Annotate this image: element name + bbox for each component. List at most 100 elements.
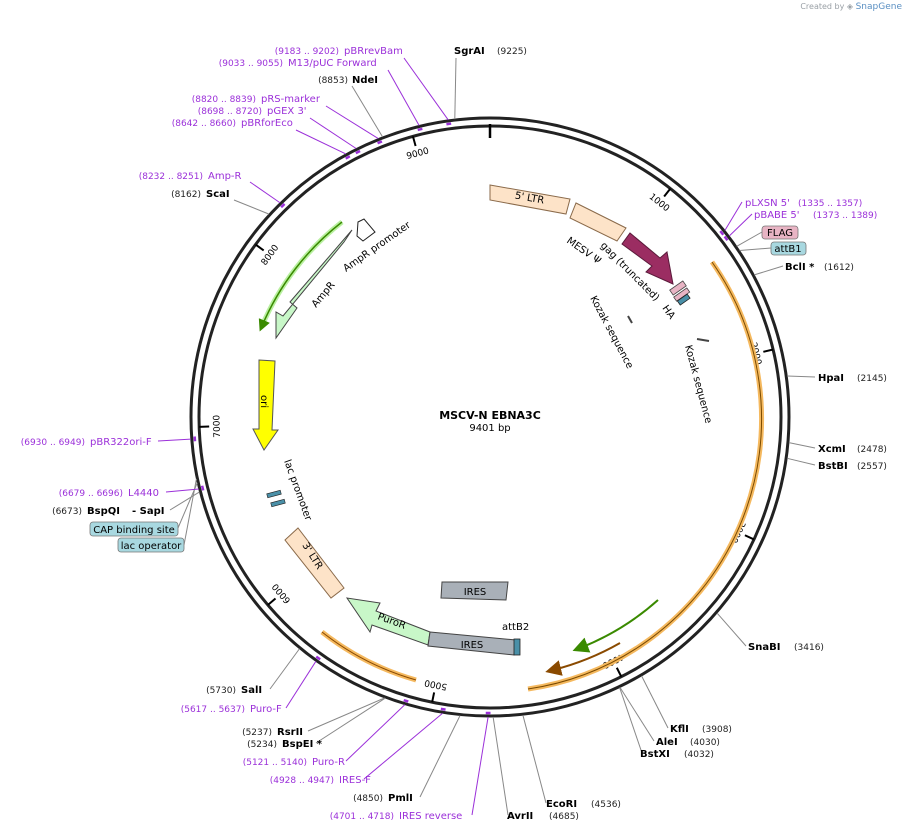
primer-pbrforeco-name[interactable]: pBRforEco <box>241 118 293 129</box>
enzyme-sapi-name[interactable]: - SapI <box>132 506 164 517</box>
orf-arc-green-1[interactable] <box>572 599 659 653</box>
primer-mark-pbrrevbam[interactable] <box>446 122 452 126</box>
enzyme-ecori-name[interactable]: EcoRI <box>546 799 577 810</box>
primer-pgex3-name[interactable]: pGEX 3' <box>267 106 307 117</box>
leader-lines <box>157 57 816 816</box>
enzyme-pmli-name[interactable]: PmlI <box>388 793 413 804</box>
leader-m13puc <box>387 69 420 126</box>
primer-mark-plxsn5[interactable] <box>719 230 725 236</box>
primer-mark-pbabe5[interactable] <box>723 235 729 242</box>
enzyme-hpai-name[interactable]: HpaI <box>818 373 844 384</box>
tick-label-8000: 8000 <box>260 243 282 268</box>
enzyme-bcli-name[interactable]: BclI * <box>785 262 815 273</box>
primer-prsmarker-pos: (8820 .. 8839) <box>192 95 256 105</box>
primer-iresf-name[interactable]: IRES-F <box>339 775 371 786</box>
tick-9000 <box>411 136 417 147</box>
primer-mark-iresf[interactable] <box>440 707 446 711</box>
primer-labels: (9183 .. 9202) pBRrevBam (9033 .. 9055) … <box>21 46 878 822</box>
primer-mark-ampr_p[interactable] <box>280 203 286 209</box>
leader-sali <box>269 648 300 690</box>
primer-plxsn5-name[interactable]: pLXSN 5' <box>745 198 790 209</box>
primer-mark-pbrforeco[interactable] <box>345 155 351 160</box>
snapgene-credit: Created by ◈ SnapGene <box>800 2 902 12</box>
enzyme-sgrai-name[interactable]: SgrAI <box>454 46 485 57</box>
feature-puror[interactable] <box>345 597 431 646</box>
enzyme-alei-name[interactable]: AleI <box>656 737 678 748</box>
primer-mark-puror_p[interactable] <box>403 698 409 703</box>
leader-pbabe5 <box>728 213 753 237</box>
feature-mesv[interactable] <box>569 202 627 242</box>
primer-prsmarker-name[interactable]: pRS-marker <box>261 94 321 105</box>
feature-lacop-tick[interactable] <box>270 498 286 508</box>
primer-pbrrevbam-name[interactable]: pBRrevBam <box>344 46 403 57</box>
enzyme-scai-name[interactable]: ScaI <box>206 189 230 200</box>
enzyme-avrii-name[interactable]: AvrII <box>507 811 533 822</box>
enzyme-ndei-name[interactable]: NdeI <box>352 75 378 86</box>
tick-label-6000: 6000 <box>271 581 294 605</box>
primer-mark-pgex3[interactable] <box>355 149 361 155</box>
primer-ampr-name[interactable]: Amp-R <box>208 171 242 182</box>
feature-attb1-box[interactable] <box>676 293 691 306</box>
leader-prsmarker <box>325 105 379 140</box>
enzyme-xcmi-name[interactable]: XcmI <box>818 444 846 455</box>
orf-arc-green-2[interactable] <box>259 220 344 327</box>
leader-pgex3 <box>309 117 357 149</box>
primer-purof-name[interactable]: Puro-F <box>250 704 282 715</box>
primer-iresrev-name[interactable]: IRES reverse <box>399 811 462 822</box>
enzyme-sali-name[interactable]: SalI <box>241 685 262 696</box>
leader-scai <box>233 199 270 215</box>
enzyme-bspei-pos: (5234) <box>247 740 277 750</box>
tick-3000 <box>744 534 755 541</box>
feature-ires2-label: IRES <box>461 640 484 651</box>
primer-mark-purof[interactable] <box>315 655 321 661</box>
feature-attb2-box[interactable] <box>513 638 521 656</box>
primer-puror-name[interactable]: Puro-R <box>312 757 345 768</box>
enzyme-bspqi-name[interactable]: BspQI <box>87 506 120 517</box>
feature-ampr-promoter[interactable] <box>356 218 376 242</box>
enzyme-bstbi-name[interactable]: BstBI <box>818 461 848 472</box>
feature-3ltr[interactable] <box>284 527 345 599</box>
feature-5ltr[interactable] <box>489 184 571 215</box>
primer-pbr322orif-name[interactable]: pBR322ori-F <box>90 437 152 448</box>
feature-ha-box[interactable] <box>669 280 687 296</box>
feature-cap-tick[interactable] <box>266 489 282 499</box>
enzyme-ndei-pos: (8853) <box>318 76 348 86</box>
feature-lac-promoter-label: lac promoter <box>281 458 314 523</box>
primer-m13puc-name[interactable]: M13/pUC Forward <box>288 58 377 69</box>
feature-ampr[interactable] <box>275 229 353 340</box>
enzyme-rsrii-name[interactable]: RsrII <box>277 727 303 738</box>
orf-arc-ebna3c[interactable] <box>527 260 765 692</box>
leader-ampr_p <box>249 181 281 204</box>
tick-label-7000: 7000 <box>212 414 223 438</box>
leader-kfli <box>641 675 669 729</box>
snapgene-logo-icon: ◈ <box>846 2 854 11</box>
attb1-label: attB1 <box>774 244 801 255</box>
primer-pbabe5-name[interactable]: pBABE 5' <box>754 210 800 221</box>
enzyme-bspei-name[interactable]: BspEI * <box>282 739 323 750</box>
feature-mesv-label: MESV Ψ <box>564 235 603 267</box>
primer-mark-l4440[interactable] <box>200 485 205 491</box>
feature-ori-label: ori <box>258 395 269 408</box>
credit-prefix: Created by <box>800 2 845 11</box>
tick-2000 <box>763 348 774 353</box>
enzyme-sgrai-pos: (9225) <box>497 47 527 57</box>
primer-pbrforeco-pos: (8642 .. 8660) <box>172 119 236 129</box>
primer-mark-m13puc[interactable] <box>417 127 423 132</box>
leader-l4440 <box>165 488 199 493</box>
enzyme-kfli-name[interactable]: KflI <box>670 724 689 735</box>
feature-ori[interactable] <box>252 359 279 451</box>
feature-ampr-label: AmpR <box>310 280 338 310</box>
orf-arc-small-1[interactable] <box>545 642 621 676</box>
leader-purof <box>285 661 317 709</box>
enzyme-scai-pos: (8162) <box>171 190 201 200</box>
leader-bspqi <box>169 491 200 511</box>
enzyme-rsrii-pos: (5237) <box>242 728 272 738</box>
cap-binding-box[interactable] <box>89 521 179 537</box>
tick-label-1000: 1000 <box>647 192 671 214</box>
enzyme-snabi-name[interactable]: SnaBI <box>748 642 780 653</box>
enzyme-bstxi-name[interactable]: BstXI <box>640 749 670 760</box>
feature-gag-truncated[interactable] <box>621 232 674 285</box>
feature-ires-1[interactable] <box>440 581 509 601</box>
primer-mark-prsmarker[interactable] <box>377 140 383 145</box>
primer-l4440-name[interactable]: L4440 <box>128 488 159 499</box>
